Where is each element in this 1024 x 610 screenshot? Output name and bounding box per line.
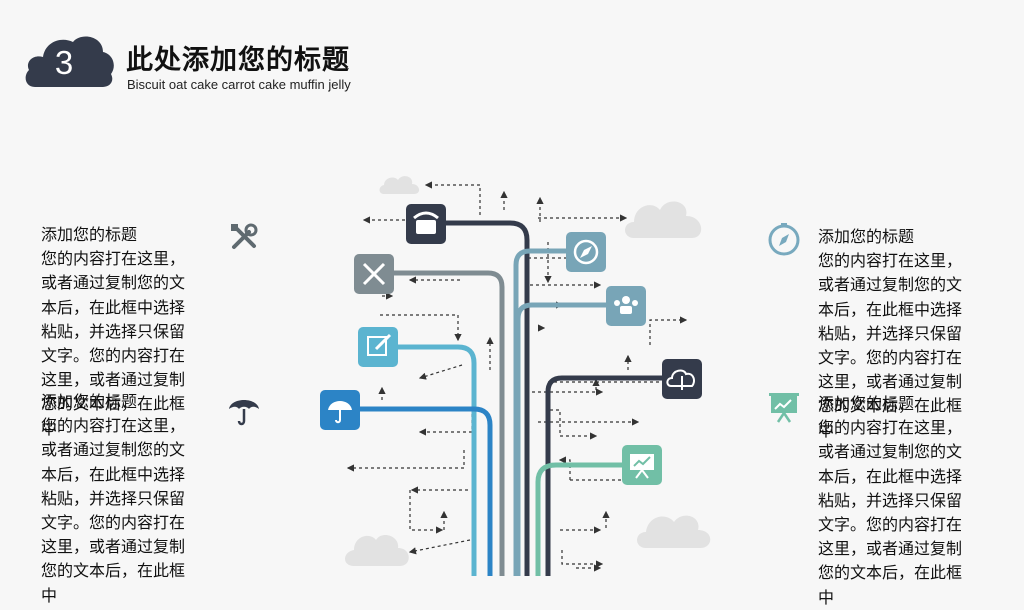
compass-icon xyxy=(768,223,800,256)
text-block-right-bottom: 添加您的标题 您的内容打在这里，或者通过复制您的文本后，在此框中选择粘贴，并选择… xyxy=(818,392,976,610)
node-edit xyxy=(358,327,398,367)
page-title: 此处添加您的标题 xyxy=(126,45,350,76)
node-umbrella xyxy=(320,390,360,430)
tools-icon xyxy=(231,223,258,249)
node-compass xyxy=(566,232,606,272)
tree-diagram xyxy=(320,176,711,576)
decor-clouds xyxy=(345,176,711,566)
presentation-board-icon xyxy=(769,393,799,423)
block-heading: 添加您的标题 xyxy=(41,225,138,244)
umbrella-icon xyxy=(229,400,259,426)
block-heading: 添加您的标题 xyxy=(818,227,915,246)
block-heading: 添加您的标题 xyxy=(41,392,138,411)
block-body: 您的内容打在这里，或者通过复制您的文本后，在此框中选择粘贴，并选择只保留文字。您… xyxy=(818,251,963,440)
block-body: 您的内容打在这里，或者通过复制您的文本后，在此框中选择粘贴，并选择只保留文字。您… xyxy=(41,249,186,438)
node-cloud-download xyxy=(662,359,702,399)
block-body: 您的内容打在这里，或者通过复制您的文本后，在此框中选择粘贴，并选择只保留文字。您… xyxy=(818,418,963,607)
node-telephone xyxy=(406,204,446,244)
block-heading: 添加您的标题 xyxy=(818,394,915,413)
page-subtitle: Biscuit oat cake carrot cake muffin jell… xyxy=(127,77,351,92)
text-block-right-top: 添加您的标题 您的内容打在这里，或者通过复制您的文本后，在此框中选择粘贴，并选择… xyxy=(818,225,976,443)
node-users xyxy=(606,286,646,326)
block-body: 您的内容打在这里，或者通过复制您的文本后，在此框中选择粘贴，并选择只保留文字。您… xyxy=(41,416,186,605)
node-tools xyxy=(354,254,394,294)
header-cloud-shape xyxy=(25,36,114,87)
text-block-left-top: 添加您的标题 您的内容打在这里，或者通过复制您的文本后，在此框中选择粘贴，并选择… xyxy=(41,223,199,441)
text-block-left-bottom: 添加您的标题 您的内容打在这里，或者通过复制您的文本后，在此框中选择粘贴，并选择… xyxy=(41,390,199,608)
node-presentation xyxy=(622,445,662,485)
section-number: 3 xyxy=(54,44,74,81)
